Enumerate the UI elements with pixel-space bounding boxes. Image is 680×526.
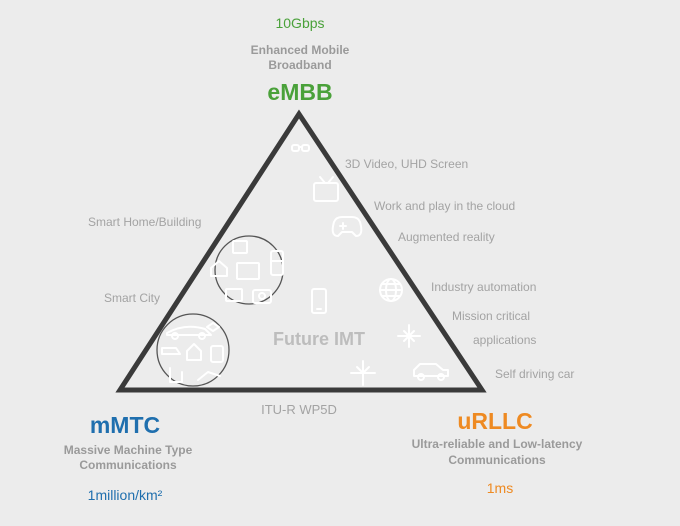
embb-speed: 10Gbps: [275, 15, 325, 31]
embb-desc-line1: Enhanced Mobile: [250, 43, 350, 57]
urllc-latency: 1ms: [486, 480, 514, 496]
smartphone-icon: [311, 288, 327, 314]
mmtc-desc-line1: Massive Machine Type: [63, 443, 193, 457]
car-icon: [413, 363, 449, 381]
use-case-mission-line1: Mission critical: [452, 309, 531, 323]
drone-icon: [350, 360, 376, 386]
camera-icon: [225, 288, 272, 304]
urllc-desc-line2: Communications: [448, 453, 546, 467]
embb-desc-line2: Broadband: [268, 58, 332, 72]
mmtc-desc-line2: Communications: [79, 458, 177, 472]
globe-icon: [379, 278, 403, 302]
urllc-title: uRLLC: [457, 408, 533, 434]
plane-icon: [397, 324, 421, 348]
base-label: ITU-R WP5D: [261, 402, 337, 417]
mmtc-density: 1million/km²: [87, 487, 163, 503]
vr-glasses-icon: [291, 144, 310, 152]
use-case-cloud: Work and play in the cloud: [374, 199, 516, 213]
center-label: Future IMT: [273, 329, 365, 349]
use-case-ar: Augmented reality: [398, 230, 495, 244]
gamepad-icon: [331, 216, 363, 237]
fridge-icon: [270, 250, 284, 276]
use-case-video: 3D Video, UHD Screen: [345, 157, 469, 171]
use-case-industry: Industry automation: [431, 280, 537, 294]
embb-title: eMBB: [267, 79, 333, 105]
use-case-mission-line2: applications: [473, 333, 537, 347]
urllc-desc-line1: Ultra-reliable and Low-latency: [411, 437, 583, 451]
use-case-smart-home: Smart Home/Building: [88, 215, 202, 229]
use-case-self-driving: Self driving car: [495, 367, 575, 381]
city-icon: [161, 322, 224, 383]
smart-city-circle: [156, 313, 230, 387]
mmtc-title: mMTC: [89, 412, 161, 438]
monitor-icon: [232, 240, 260, 280]
imt-triangle: [115, 109, 487, 393]
house-icon: [210, 260, 228, 277]
tv-icon: [313, 176, 339, 202]
use-case-smart-city: Smart City: [104, 291, 161, 305]
